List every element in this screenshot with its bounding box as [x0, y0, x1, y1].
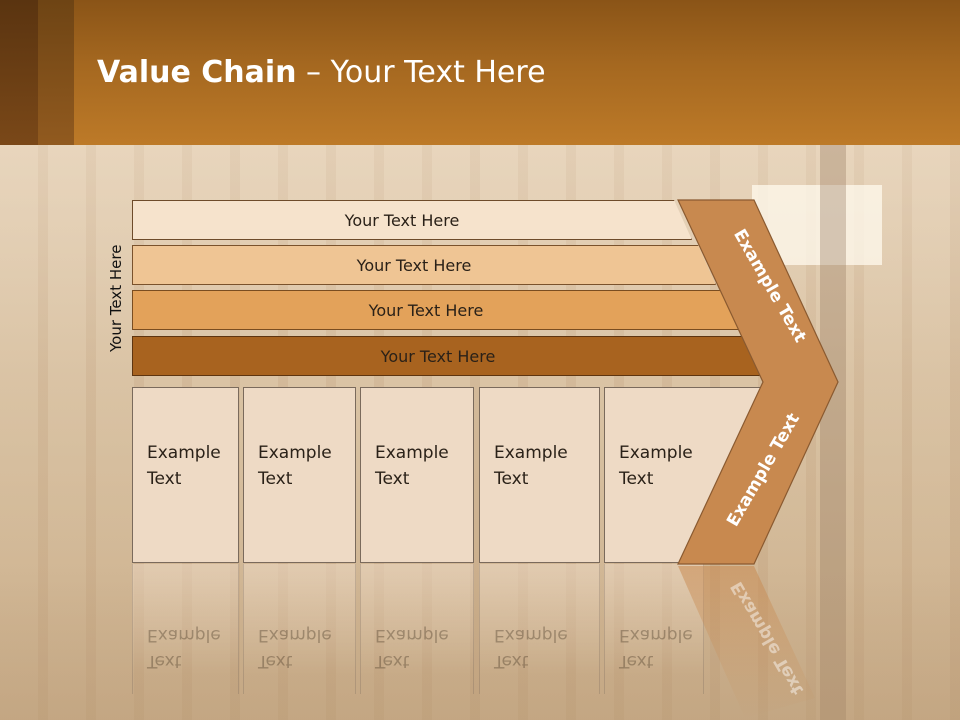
reflection-text: Text Example	[147, 622, 238, 674]
box-line-1: Example	[619, 443, 693, 463]
reflection-line-2: Text	[258, 651, 293, 671]
chevron-shape	[677, 199, 839, 565]
box-line-2: Text	[619, 469, 654, 489]
header-band: Value Chain – Your Text Here	[0, 0, 960, 145]
reflection-text: Text Example	[258, 622, 355, 674]
reflection-text: Text Example	[494, 622, 599, 674]
box-line-1: Example	[147, 443, 221, 463]
box-reflection: Text Example	[132, 564, 239, 694]
row-bar: Your Text Here	[132, 336, 764, 376]
box-line-1: Example	[494, 443, 568, 463]
row-bar: Your Text Here	[132, 245, 716, 285]
box-line-2: Text	[147, 469, 182, 489]
title-rest: – Your Text Here	[296, 55, 546, 90]
background-post	[820, 145, 846, 720]
row-bar: Your Text Here	[132, 200, 692, 240]
reflection-line-1: Example	[375, 625, 449, 645]
slide-title: Value Chain – Your Text Here	[97, 55, 546, 90]
box-line-2: Text	[258, 469, 293, 489]
header-accent-strip	[38, 0, 74, 145]
row-bar-label: Your Text Here	[368, 300, 484, 320]
reflection-line-2: Text	[147, 651, 182, 671]
row-bar-label: Your Text Here	[356, 255, 472, 275]
reflection-line-2: Text	[619, 651, 654, 671]
row-bar-label: Your Text Here	[380, 346, 496, 366]
reflection-line-1: Example	[494, 625, 568, 645]
box-reflection: Text Example	[360, 564, 474, 694]
title-bold: Value Chain	[97, 55, 297, 90]
row-bar-label: Your Text Here	[344, 210, 460, 230]
reflection-line-2: Text	[494, 651, 529, 671]
box-line-1: Example	[258, 443, 332, 463]
reflection-line-1: Example	[258, 625, 332, 645]
chevron-reflection	[678, 566, 815, 718]
vertical-side-label: Your Text Here	[107, 244, 125, 352]
chevron-arrow	[677, 199, 839, 718]
reflection-line-2: Text	[375, 651, 410, 671]
row-bar: Your Text Here	[132, 290, 740, 330]
box-reflection: Text Example	[243, 564, 356, 694]
box-line-1: Example	[375, 443, 449, 463]
header-accent-strip-dark	[0, 0, 38, 145]
reflection-text: Text Example	[375, 622, 473, 674]
reflection-line-1: Example	[147, 625, 221, 645]
box-line-2: Text	[494, 469, 529, 489]
box-reflection: Text Example	[479, 564, 600, 694]
box-line-2: Text	[375, 469, 410, 489]
